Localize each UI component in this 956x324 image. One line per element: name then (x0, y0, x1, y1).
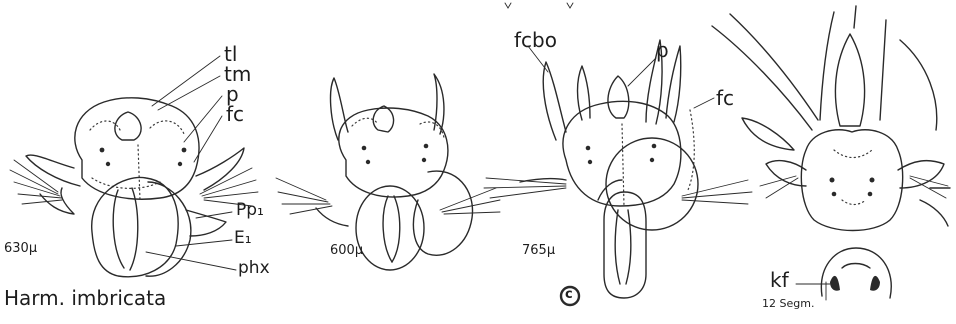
label-pp1: Pp₁ (236, 202, 264, 219)
panel-letter: c (565, 288, 573, 301)
label-e1: E₁ (234, 230, 252, 247)
top-marks (505, 3, 573, 8)
segment-label: 12 Segm. (762, 298, 814, 309)
label-phx: phx (238, 260, 270, 277)
larva-figure-1 (10, 56, 258, 277)
larva-figure-4 (712, 6, 950, 300)
label-fc-left: fc (226, 104, 244, 124)
label-fc-right: fc (716, 88, 734, 108)
size-label-2: 600μ (330, 244, 363, 257)
label-p-right: p (656, 40, 669, 60)
label-fcbo: fcbo (514, 30, 557, 50)
larva-figure-2 (276, 74, 500, 270)
label-tl: tl (224, 44, 237, 64)
species-label: Harm. imbricata (4, 288, 166, 308)
label-kf: kf (770, 270, 789, 290)
larva-figure-3 (484, 40, 752, 298)
size-label-3: 765μ (522, 244, 555, 257)
label-p-left: p (226, 84, 239, 104)
size-label-1: 630μ (4, 242, 37, 255)
label-tm: tm (224, 64, 251, 84)
